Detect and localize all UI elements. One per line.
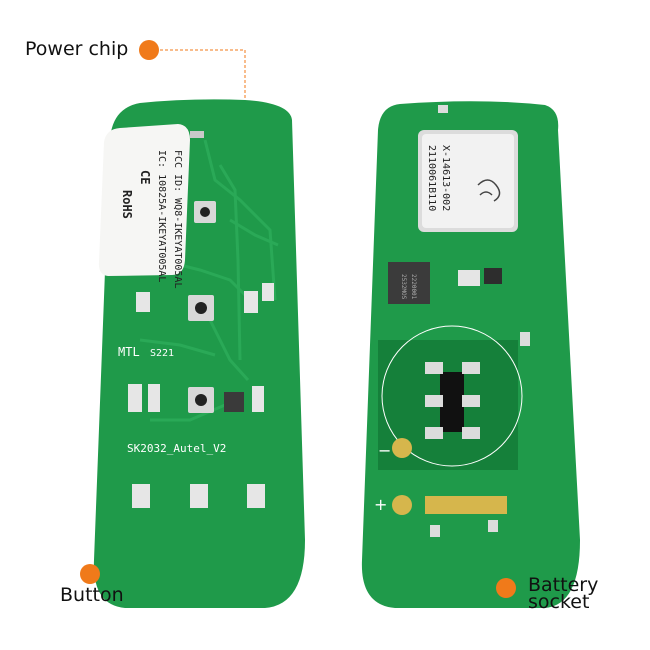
power-chip — [224, 392, 244, 412]
silk-minus: − — [378, 441, 391, 460]
positive-strip — [425, 496, 507, 514]
top-smd-part — [190, 131, 204, 138]
tact-button-1 — [194, 201, 216, 223]
tact-button-2 — [188, 295, 214, 321]
right-pcb: X-14613-002 2110061B110 2532MOS 2220001 — [361, 101, 580, 608]
right-pads — [430, 105, 530, 537]
tact-button-3 — [188, 387, 214, 413]
battery-socket-label: Battery socket — [528, 574, 599, 614]
power-chip-label: Power chip — [25, 38, 129, 60]
sticker-ic: IC: 10825A-IKEYAT005AL — [156, 150, 167, 282]
crystal — [458, 270, 480, 286]
battery-socket: − + — [374, 325, 523, 515]
fcc-sticker: FCC ID: WQ8-IKEYAT005AL IC: 10825A-IKEYA… — [98, 124, 190, 288]
button-marker — [80, 564, 100, 584]
button-label: Button — [60, 584, 124, 606]
negative-pad — [392, 438, 412, 458]
sticker-fcc: FCC ID: WQ8-IKEYAT005AL — [172, 150, 183, 288]
mcu-chip: 2532MOS 2220001 — [388, 262, 430, 304]
battery-contact — [440, 372, 464, 432]
chip-label-2: 2220001 — [410, 274, 417, 300]
silk-model: SK2032_Autel_V2 — [127, 442, 226, 455]
battery-label-line2: socket — [528, 591, 590, 614]
silk-plus: + — [374, 495, 387, 514]
sticker-ce: CE — [138, 170, 152, 184]
power-chip-marker — [139, 40, 159, 60]
chip-label-1: 2532MOS — [400, 274, 407, 300]
battery-socket-marker — [496, 578, 516, 598]
shield-logo-icon — [477, 179, 501, 202]
shield-serial: 2110061B110 — [426, 145, 437, 211]
silk-mtl: MTL — [118, 345, 140, 359]
battery-label-line1: Battery — [528, 574, 599, 596]
left-pads — [128, 283, 274, 508]
left-pcb: FCC ID: WQ8-IKEYAT005AL IC: 10825A-IKEYA… — [93, 99, 305, 608]
sticker-rohs: RoHS — [120, 190, 134, 219]
positive-pad — [392, 495, 412, 515]
rf-shield: X-14613-002 2110061B110 — [418, 130, 518, 232]
battery-outline — [381, 325, 523, 467]
small-ic — [484, 268, 502, 284]
silk-number: S221 — [150, 348, 174, 359]
shield-part-number: X-14613-002 — [440, 145, 451, 211]
